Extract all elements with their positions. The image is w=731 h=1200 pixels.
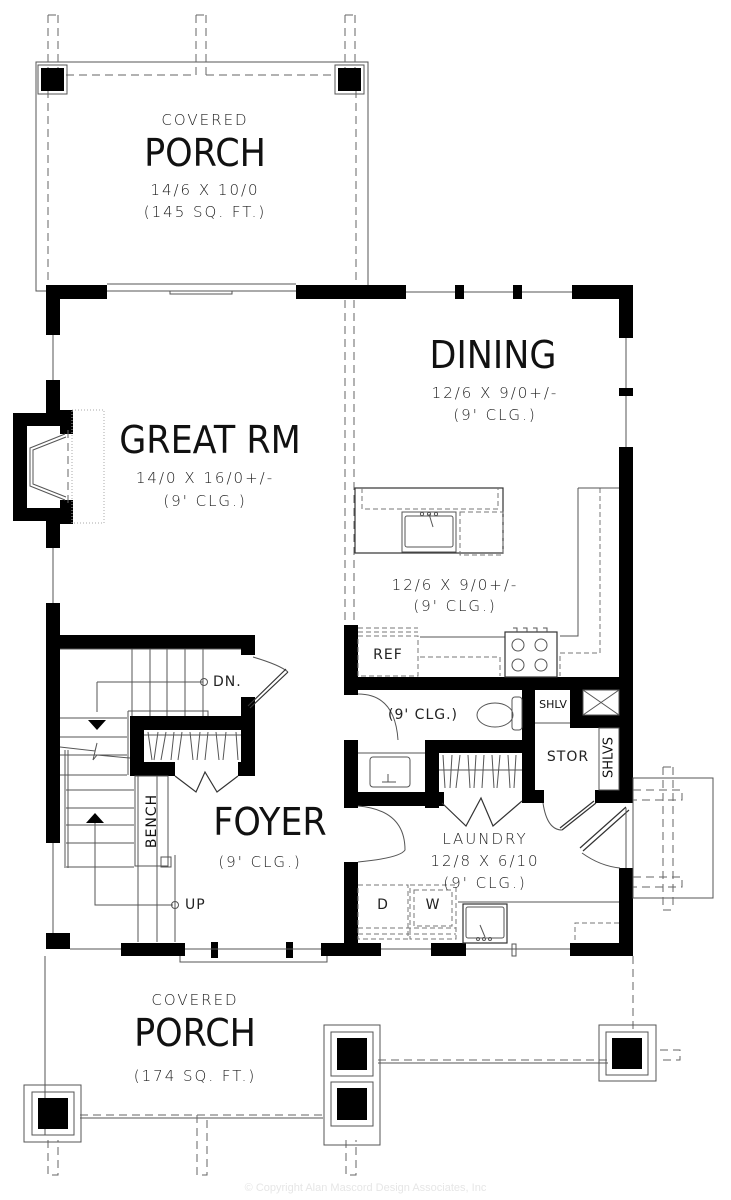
storage-label: STOR [546, 749, 590, 765]
great-room-title: GREAT RM [119, 418, 301, 462]
staircase [59, 648, 289, 942]
foyer-ceiling: (9' CLG.) [218, 853, 302, 871]
side-stoop [632, 766, 714, 911]
porch-post [338, 68, 361, 91]
dining-ceiling: (9' CLG.) [453, 406, 537, 424]
front-porch-area: (174 SQ. FT.) [133, 1067, 257, 1085]
rear-porch-title: PORCH [144, 131, 266, 175]
stairs-down-label: DN. [213, 674, 242, 690]
copyright-notice: © Copyright Alan Mascord Design Associat… [244, 1182, 487, 1194]
bench-label: BENCH [144, 793, 160, 849]
kitchen-ceiling: (9' CLG.) [413, 597, 497, 615]
rear-porch-area: (145 SQ. FT.) [143, 203, 267, 221]
front-porch [23, 956, 681, 1176]
front-porch-subtitle: COVERED [151, 991, 239, 1009]
storage-shelves-label: SHLVS [601, 737, 617, 778]
rear-porch-subtitle: COVERED [161, 111, 249, 129]
porch-post [23, 1084, 82, 1143]
laundry-title: LAUNDRY [442, 830, 528, 848]
laundry-fixtures [357, 800, 630, 944]
rear-porch-dimensions: 14/6 X 10/0 [150, 181, 260, 199]
washer-label: W [425, 897, 441, 913]
dining-title: DINING [429, 333, 557, 377]
porch-post [41, 68, 64, 91]
porch-post [323, 1024, 381, 1146]
coat-closet [144, 731, 241, 793]
powder-ceiling: (9' CLG.) [388, 707, 459, 723]
great-room-ceiling: (9' CLG.) [163, 492, 247, 510]
kitchen-dimensions: 12/6 X 9/0+/- [391, 576, 519, 594]
porch-post [598, 1024, 657, 1082]
shelf-label: SHLV [539, 698, 567, 711]
laundry-dimensions: 12/8 X 6/10 [430, 852, 540, 870]
exterior-walls [13, 283, 633, 963]
dining-dimensions: 12/6 X 9/0+/- [431, 384, 559, 402]
laundry-ceiling: (9' CLG.) [443, 874, 527, 892]
powder-room [357, 689, 620, 827]
interior-walls [60, 300, 633, 956]
kitchen-fixtures [354, 487, 619, 678]
refrigerator-label: REF [373, 647, 403, 663]
dryer-label: D [377, 897, 389, 913]
foyer-title: FOYER [213, 800, 327, 844]
great-room-dimensions: 14/0 X 16/0+/- [135, 469, 275, 487]
front-porch-title: PORCH [134, 1011, 256, 1055]
stairs-up-label: UP [185, 897, 206, 913]
